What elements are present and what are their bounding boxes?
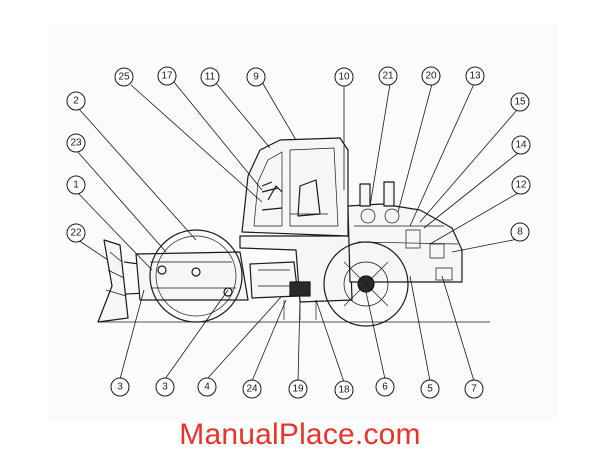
front-drum [149, 229, 243, 323]
callout-label: 5 [427, 384, 433, 395]
callout-1: 1 [66, 175, 86, 195]
compactor-illustration [97, 137, 490, 327]
callout-label: 9 [253, 72, 259, 83]
callout-label: 12 [515, 180, 527, 191]
callout-label: 3 [117, 382, 123, 393]
callout-label: 4 [204, 382, 210, 393]
callout-label: 14 [515, 140, 527, 151]
callout-15: 15 [510, 92, 530, 112]
callout-6: 6 [375, 377, 395, 397]
rear-wheel [323, 241, 409, 327]
callout-label: 17 [161, 71, 173, 82]
callout-2: 2 [66, 91, 86, 111]
callout-11: 11 [200, 67, 220, 87]
callout-label: 2 [73, 96, 79, 107]
callout-label: 23 [70, 138, 82, 149]
callout-3-right: 3 [155, 377, 175, 397]
watermark-text: ManualPlace.com [179, 418, 421, 451]
callout-label: 10 [338, 72, 350, 83]
callout-label: 20 [425, 71, 437, 82]
leader-lines [76, 81, 519, 383]
callout-label: 1 [73, 180, 79, 191]
callout-9: 9 [246, 67, 266, 87]
callout-label: 22 [70, 228, 82, 239]
callout-23: 23 [66, 133, 86, 153]
callout-24: 24 [242, 379, 262, 399]
callout-10: 10 [334, 67, 354, 87]
callout-3-left: 3 [110, 377, 130, 397]
callout-label: 6 [382, 382, 388, 393]
callout-22: 22 [66, 223, 86, 243]
callout-label: 18 [338, 385, 350, 396]
callout-label: 15 [514, 97, 526, 108]
callout-20: 20 [421, 66, 441, 86]
callout-4: 4 [197, 377, 217, 397]
callout-25: 25 [114, 67, 134, 87]
callout-21: 21 [378, 66, 398, 86]
callout-label: 3 [162, 382, 168, 393]
callout-label: 13 [469, 71, 481, 82]
callout-14: 14 [511, 135, 531, 155]
callout-label: 24 [246, 384, 258, 395]
callout-19: 19 [288, 379, 308, 399]
callout-label: 19 [292, 384, 304, 395]
callout-17: 17 [157, 66, 177, 86]
callout-12: 12 [511, 175, 531, 195]
callout-label: 8 [517, 227, 523, 238]
callout-5: 5 [420, 379, 440, 399]
callout-18: 18 [334, 380, 354, 400]
callout-label: 21 [382, 71, 394, 82]
callout-label: 25 [118, 72, 130, 83]
callout-8: 8 [510, 222, 530, 242]
callout-7: 7 [464, 379, 484, 399]
callout-label: 7 [471, 384, 477, 395]
callout-label: 11 [205, 72, 216, 83]
callout-13: 13 [465, 66, 485, 86]
